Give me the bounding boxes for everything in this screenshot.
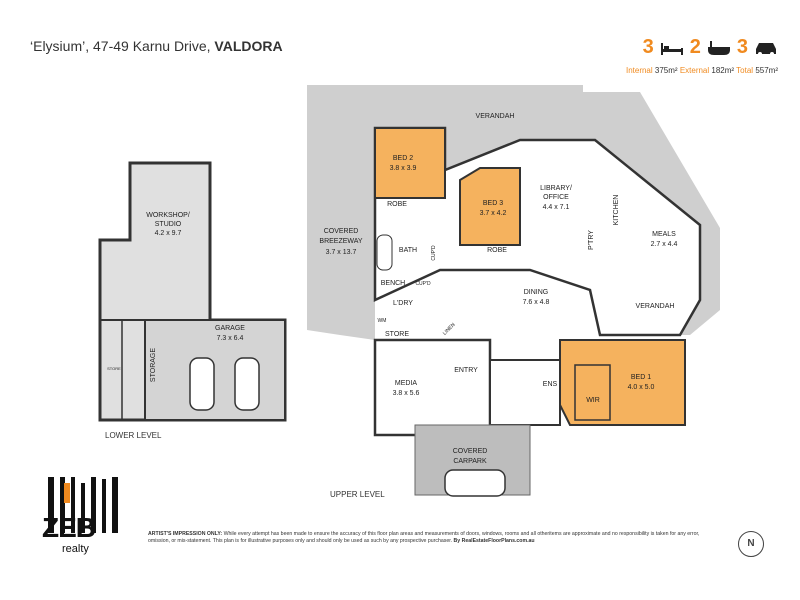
- wir-room: [574, 364, 611, 421]
- ens-room: [489, 359, 561, 426]
- total-value: 557m²: [755, 66, 778, 75]
- workshop-label: WORKSHOP/: [146, 212, 190, 219]
- zeb-logo-mark: [44, 475, 124, 535]
- beds-count: 3: [642, 36, 654, 58]
- breezeway-label: COVERED: [324, 228, 359, 235]
- meals-label: MEALS: [652, 231, 676, 238]
- verandah-right-label: VERANDAH: [636, 303, 675, 310]
- robe1-label: ROBE: [387, 201, 407, 208]
- disclaimer-credit: By RealEstateFloorPlans.com.au: [452, 538, 535, 544]
- verandah-top-label: VERANDAH: [476, 113, 515, 120]
- pantry-label: P'TRY: [588, 230, 595, 250]
- entry-label: ENTRY: [454, 367, 478, 374]
- laundry-label: L'DRY: [393, 300, 413, 307]
- baths-count: 2: [689, 36, 701, 58]
- library-dim: 4.4 x 7.1: [543, 204, 570, 211]
- total-label: Total: [736, 66, 754, 75]
- storage-label: STORAGE: [150, 348, 157, 382]
- lower-level-label: LOWER LEVEL: [105, 431, 162, 440]
- dining-dim: 7.6 x 4.8: [523, 299, 550, 306]
- media-room: [373, 338, 492, 437]
- bed1-dim: 4.0 x 5.0: [628, 384, 655, 391]
- car-icon: [444, 469, 506, 497]
- bed3-label: BED 3: [483, 200, 503, 207]
- bed3-dim: 3.7 x 4.2: [480, 210, 507, 217]
- ens-label: ENS: [543, 381, 558, 388]
- carpark-label: COVERED: [453, 448, 488, 455]
- library-label: LIBRARY/: [540, 185, 572, 192]
- meals-dim: 2.7 x 4.4: [651, 241, 678, 248]
- disclaimer: ARTIST'S IMPRESSION ONLY: While every at…: [148, 531, 718, 545]
- store-label: STORE: [385, 331, 409, 338]
- bench-label: BENCH: [381, 280, 406, 287]
- title-suburb: VALDORA: [214, 38, 283, 54]
- car-icon: [756, 42, 776, 56]
- lower-level: WORKSHOP/ STUDIO 4.2 x 9.7 GARAGE 7.3 x …: [98, 161, 287, 440]
- car-icon: [189, 357, 215, 411]
- garage-label: GARAGE: [215, 325, 245, 332]
- bed3-room: [459, 167, 521, 246]
- external-label: External: [679, 66, 710, 75]
- kitchen-label: KITCHEN: [613, 195, 620, 226]
- cupd1-label: CUP'D: [431, 245, 437, 261]
- linen-label: LINEN: [442, 322, 457, 337]
- breezeway-dim: 3.7 x 13.7: [326, 249, 357, 256]
- internal-label: Internal: [625, 66, 653, 75]
- store-small-label: STORE: [107, 366, 121, 371]
- car-icon: [234, 357, 260, 411]
- workshop-dim: 4.2 x 9.7: [155, 230, 182, 237]
- media-dim: 3.8 x 5.6: [393, 390, 420, 397]
- property-title: ‘Elysium’, 47-49 Karnu Drive, VALDORA: [30, 38, 283, 54]
- bed2-room: [374, 127, 446, 199]
- wm-label: WM: [378, 318, 387, 324]
- media-label: MEDIA: [395, 380, 418, 387]
- external-value: 182m²: [711, 66, 735, 75]
- internal-value: 375m²: [654, 66, 678, 75]
- property-stats: 3 2 3: [643, 36, 778, 59]
- title-address: ‘Elysium’, 47-49 Karnu Drive,: [30, 38, 215, 54]
- garage-floor: [144, 319, 286, 421]
- house-outline: [373, 126, 702, 337]
- bed2-label: BED 2: [393, 155, 413, 162]
- cupd2-label: CUP'D: [415, 281, 431, 287]
- garage-dim: 7.3 x 6.4: [217, 335, 244, 342]
- library-label-2: OFFICE: [543, 194, 569, 201]
- upper-level: VERANDAH BED 2 3.8 x 3.9 ROBE BED 3 3.7 …: [307, 85, 720, 499]
- upper-level-label: UPPER LEVEL: [330, 490, 385, 499]
- logo-word: ZEB: [42, 512, 96, 543]
- carpark-label-2: CARPARK: [453, 458, 487, 465]
- dining-label: DINING: [524, 289, 549, 296]
- robe2-label: ROBE: [487, 247, 507, 254]
- cars-count: 3: [736, 36, 748, 58]
- bed-icon: [660, 42, 683, 55]
- logo-sub: realty: [62, 543, 89, 555]
- workshop-label-2: STUDIO: [155, 221, 182, 228]
- bathtub-icon: [376, 234, 393, 271]
- bed2-dim: 3.8 x 3.9: [390, 165, 417, 172]
- wir-label: WIR: [586, 397, 600, 404]
- disclaimer-text: While every attempt has been made to ens…: [148, 531, 700, 544]
- compass-icon: N: [738, 531, 764, 557]
- header: ‘Elysium’, 47-49 Karnu Drive, VALDORA 3 …: [0, 0, 800, 80]
- bath-label: BATH: [399, 247, 417, 254]
- breezeway-label-2: BREEZEWAY: [319, 238, 363, 245]
- bed1-label: BED 1: [631, 374, 651, 381]
- area-summary: Internal 375m² External 182m² Total 557m…: [626, 66, 778, 75]
- disclaimer-lead: ARTIST'S IMPRESSION ONLY:: [148, 531, 223, 537]
- bath-icon: [707, 40, 730, 55]
